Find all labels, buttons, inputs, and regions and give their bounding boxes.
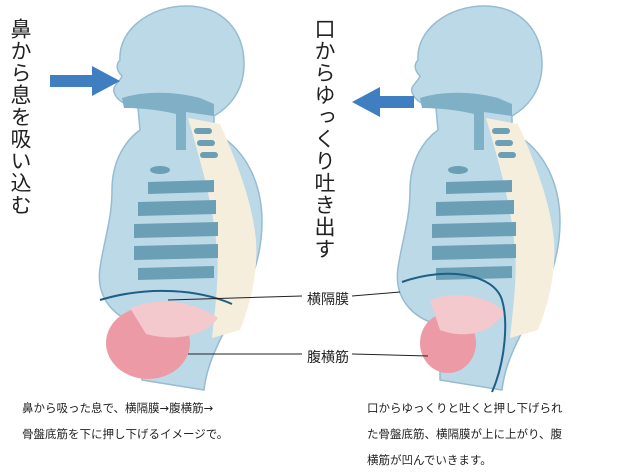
caption-exhale: 口からゆっくりと吐くと押し下げられ た骨盤底筋、横隔膜が上に上がり、腹 横筋が凹… [367, 395, 619, 473]
tva-leader-right [352, 354, 428, 356]
diaphragm-leader-right [352, 292, 400, 296]
diaphragm-label: 横隔膜 [307, 289, 349, 309]
caption-line: 横筋が凹んでいきます。 [367, 447, 619, 473]
exhale-figure [397, 6, 560, 392]
arrow-left-icon [352, 87, 414, 117]
caption-line: 口からゆっくりと吐くと押し下げられ [367, 395, 619, 421]
transversus-label: 腹横筋 [307, 347, 349, 367]
exhale-label: 口からゆっくり吐き出す [313, 18, 334, 260]
inhale-label: 鼻から息を吸い込む [9, 18, 30, 216]
inhale-figure [50, 6, 262, 390]
caption-line: 骨盤底筋を下に押し下げるイメージで。 [22, 421, 302, 447]
caption-line: た骨盤底筋、横隔膜が上に上がり、腹 [367, 421, 619, 447]
caption-line: 鼻から吸った息で、横隔膜→腹横筋→ [22, 395, 302, 421]
caption-inhale: 鼻から吸った息で、横隔膜→腹横筋→ 骨盤底筋を下に押し下げるイメージで。 [22, 395, 302, 447]
arrow-right-icon [50, 66, 120, 96]
